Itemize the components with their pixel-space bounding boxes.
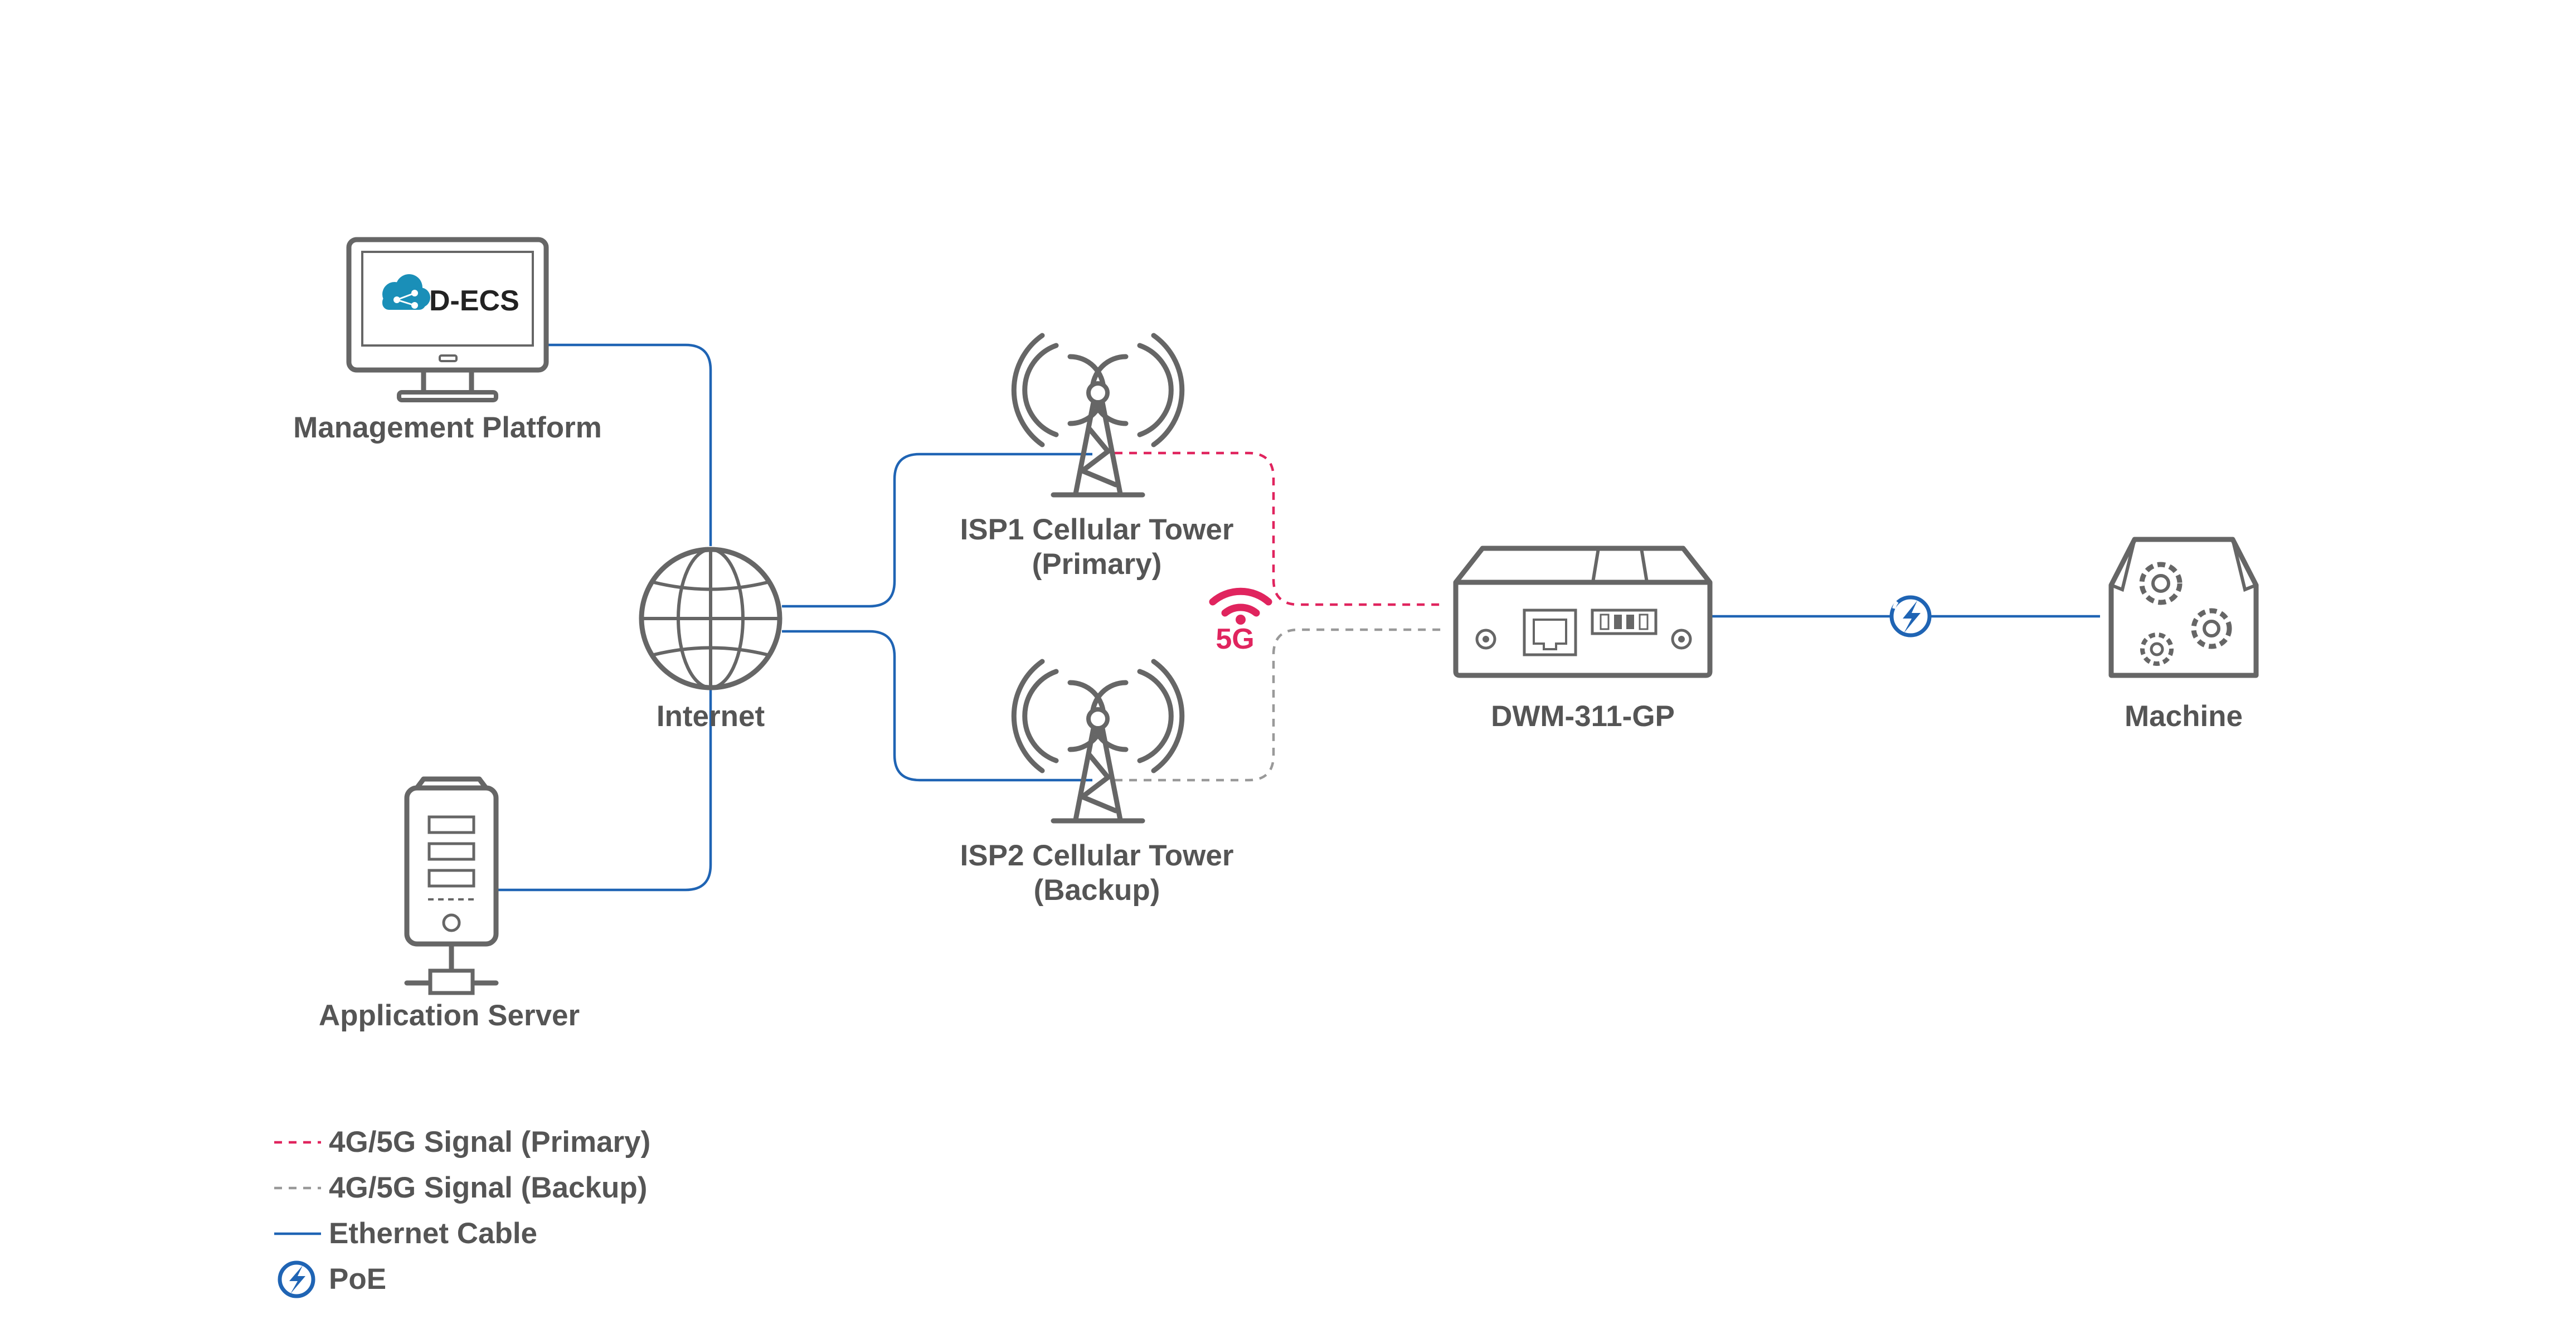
server-icon [404, 776, 499, 995]
machine-node: Machine [2108, 537, 2259, 733]
legend-item-backup: 4G/5G Signal (Backup) [274, 1171, 647, 1204]
cell-tower-icon [1011, 333, 1185, 498]
legend-item-ethernet: Ethernet Cable [274, 1217, 537, 1250]
internet-node: Internet [639, 547, 782, 733]
router-icon [1453, 546, 1713, 678]
poe-bolt-icon [278, 1260, 315, 1298]
management-platform-label: Management Platform [293, 411, 602, 444]
router-label: DWM-311-GP [1491, 700, 1675, 733]
ethernet-link-management [546, 343, 712, 546]
globe-icon [639, 547, 782, 690]
isp1-label-line1: ISP1 Cellular Tower [960, 513, 1234, 546]
wifi-signal-icon [1209, 587, 1272, 625]
monitor-icon [346, 237, 549, 402]
legend-item-primary: 4G/5G Signal (Primary) [274, 1126, 650, 1158]
signal-badge-label: 5G [1216, 623, 1254, 655]
brand-wordmark: D-ECS [429, 285, 519, 317]
legend-poe-label: PoE [329, 1263, 386, 1296]
isp1-tower-node: ISP1 Cellular Tower (Primary) [960, 333, 1234, 581]
application-server-node: Application Server [319, 776, 580, 1032]
ethernet-link-isp1 [782, 452, 1092, 608]
isp2-tower-node: ISP2 Cellular Tower (Backup) [960, 659, 1234, 907]
isp2-label-line1: ISP2 Cellular Tower [960, 839, 1234, 872]
ethernet-link-isp2 [782, 630, 1092, 782]
legend: 4G/5G Signal (Primary) 4G/5G Signal (Bac… [274, 1126, 650, 1298]
ethernet-link-server [496, 685, 712, 892]
application-server-label: Application Server [319, 999, 580, 1032]
router-node: DWM-311-GP [1453, 546, 1713, 733]
legend-backup-label: 4G/5G Signal (Backup) [329, 1171, 647, 1204]
primary-signal-link [1115, 451, 1443, 606]
signal-badge: 5G [1209, 587, 1272, 655]
backup-signal-link [1115, 628, 1443, 782]
legend-item-poe: PoE [278, 1260, 386, 1298]
machine-gears-icon [2108, 537, 2259, 678]
isp2-label-line2: (Backup) [1034, 874, 1160, 907]
cloud-logo-icon [382, 274, 430, 310]
machine-label: Machine [2125, 700, 2243, 733]
internet-label: Internet [657, 700, 765, 733]
legend-ethernet-label: Ethernet Cable [329, 1217, 537, 1250]
management-platform-node: D-ECS Management Platform [293, 237, 602, 444]
isp1-label-line2: (Primary) [1032, 548, 1162, 581]
poe-bolt-icon [1889, 595, 1932, 637]
legend-primary-label: 4G/5G Signal (Primary) [329, 1126, 650, 1158]
cell-tower-icon [1011, 659, 1185, 824]
